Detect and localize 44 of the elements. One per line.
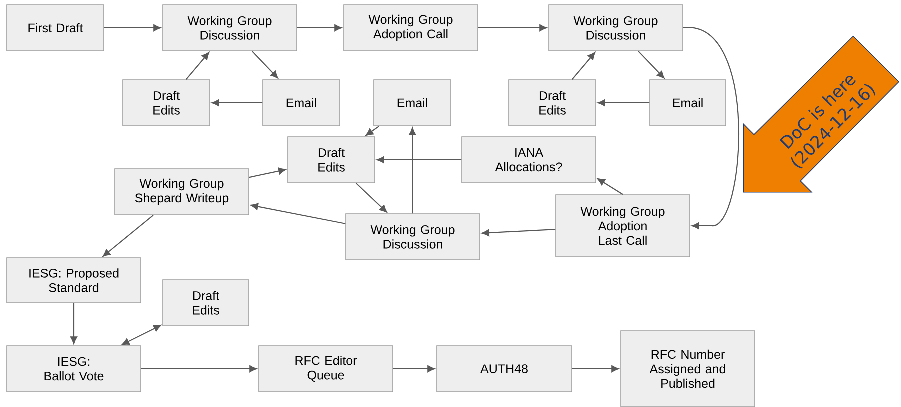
process-box: First Draft [6,4,104,52]
arrow [683,27,740,230]
process-box: Working Group Adoption Last Call [556,194,690,258]
process-box: IESG: Ballot Vote [6,346,142,392]
arrow [356,183,388,213]
process-box: Working Group Discussion [548,4,684,52]
arrow [376,156,462,164]
arrow [122,325,162,346]
arrow [366,126,380,136]
arrow [102,214,154,257]
arrow [572,366,620,372]
arrow [638,51,665,79]
process-box: RFC Number Assigned and Published [620,330,756,407]
process-box: Email [374,80,452,126]
process-box: Working Group Discussion [346,214,480,260]
arrow [141,366,258,372]
process-box: Email [262,80,340,126]
arrow [598,100,650,106]
process-box: Draft Edits [288,136,376,184]
process-box: RFC Editor Queue [258,346,394,392]
arrow [250,203,346,224]
arrow [482,228,556,237]
arrow [70,303,78,344]
process-box: Working Group Shepard Writeup [114,168,250,216]
process-box: Email [650,80,726,126]
process-box: Working Group Adoption Call [344,4,478,52]
arrow [104,24,162,32]
process-box: IESG: Proposed Standard [6,258,142,304]
process-box: Draft Edits [122,80,210,126]
arrow [249,168,286,178]
arrow [252,51,278,79]
process-box: IANA Allocations? [462,136,596,184]
arrow [478,24,548,32]
arrow [572,52,596,80]
process-box: AUTH48 [436,346,572,392]
arrow [212,100,263,106]
arrow [393,366,436,372]
arrow [598,178,624,196]
arrow [186,52,210,80]
arrow [409,128,416,214]
arrow [297,24,342,32]
process-box: Draft Edits [162,280,250,326]
process-box: Working Group Discussion [162,4,298,52]
process-box: Draft Edits [508,80,596,126]
